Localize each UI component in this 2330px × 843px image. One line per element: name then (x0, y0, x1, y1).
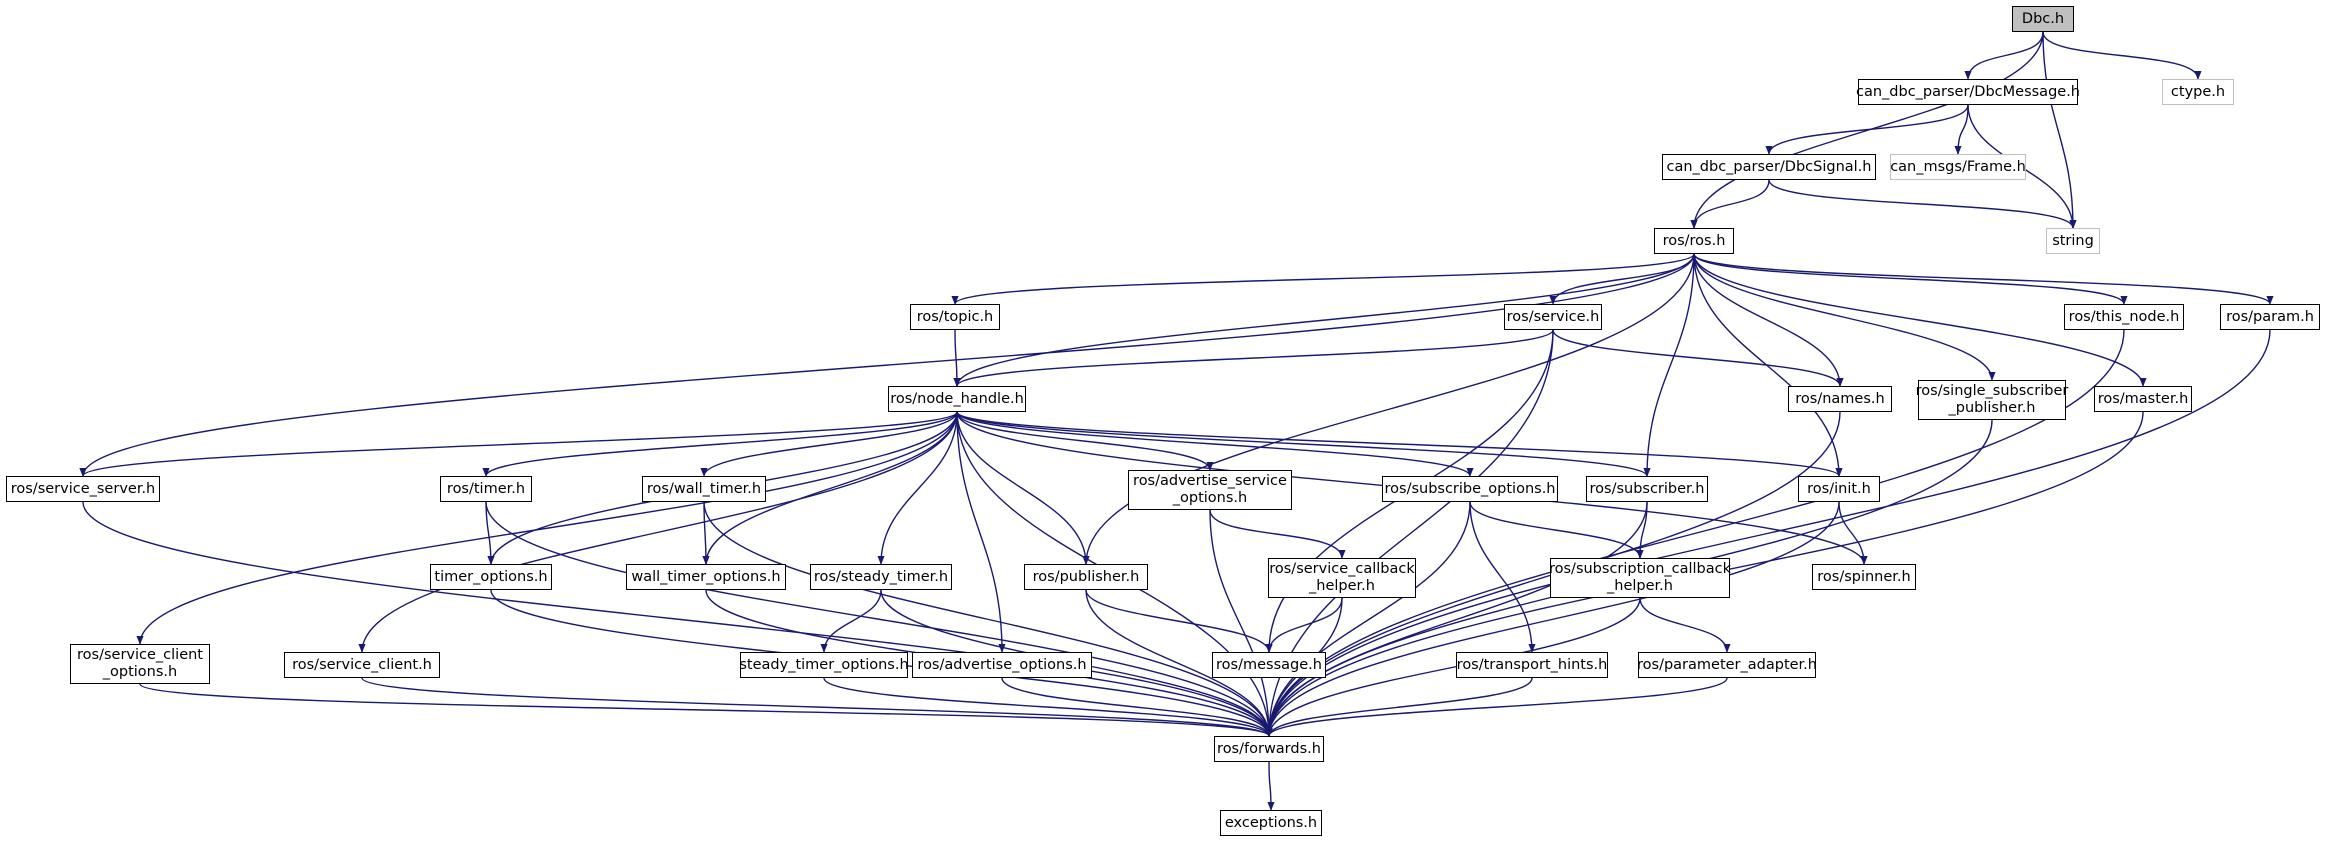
edge-svc-client-opts-to-forwards (139, 683, 1273, 737)
edge-node-handle-to-steady-timer (877, 411, 958, 565)
edge-ros-to-node-handle (953, 253, 1695, 387)
edge-service-server-to-forwards (82, 501, 1273, 737)
edge-dbc-to-string (2042, 31, 2077, 229)
node-svc-cb-helper[interactable]: ros/service_callback _helper.h (1268, 558, 1416, 598)
edge-service-to-names (1552, 329, 1844, 387)
edge-dbcmessage-to-frame (1954, 104, 1969, 155)
node-ctype[interactable]: ctype.h (2162, 79, 2234, 105)
node-frame[interactable]: can_msgs/Frame.h (1890, 154, 2026, 180)
node-subscriber[interactable]: ros/subscriber.h (1586, 476, 1708, 502)
edge-timer-to-timer-opts (485, 501, 495, 565)
edge-publisher-to-forwards (1085, 589, 1273, 737)
edge-wall-timer-to-forwards (703, 501, 1273, 737)
edge-dbc-to-ctype (2042, 31, 2202, 80)
node-dbcsignal[interactable]: can_dbc_parser/DbcSignal.h (1662, 154, 1876, 180)
node-exceptions[interactable]: exceptions.h (1220, 810, 1322, 836)
node-ros[interactable]: ros/ros.h (1654, 228, 1734, 254)
node-transport-hints[interactable]: ros/transport_hints.h (1456, 652, 1608, 678)
node-timer-opts[interactable]: timer_options.h (430, 564, 552, 590)
node-service[interactable]: ros/service.h (1504, 304, 1602, 330)
node-svc-client-opts[interactable]: ros/service_client _options.h (70, 644, 210, 684)
node-master[interactable]: ros/master.h (2094, 386, 2192, 412)
node-message[interactable]: ros/message.h (1212, 652, 1326, 678)
edge-node-handle-to-service-server (79, 411, 958, 477)
edge-dbcmessage-to-dbcsignal (1765, 104, 1969, 155)
edge-node-handle-to-wall-timer-opts (702, 411, 958, 565)
edge-steady-timer-to-steady-timer-opts (820, 589, 882, 653)
edge-param-to-forwards (1265, 329, 2271, 737)
edge-ros-to-names (1693, 253, 1844, 387)
node-adv-opts[interactable]: ros/advertise_options.h (912, 652, 1092, 678)
node-node-handle[interactable]: ros/node_handle.h (888, 386, 1026, 412)
edge-svc-client-to-forwards (361, 677, 1273, 737)
edge-subscribe-opts-to-forwards (1265, 501, 1471, 737)
edge-ros-to-param (1693, 253, 2274, 305)
edge-node-handle-to-subscribe-opts (956, 411, 1474, 477)
edge-node-handle-to-subscriber (956, 411, 1651, 477)
edge-wall-timer-to-wall-timer-opts (702, 501, 710, 565)
edge-ros-to-master (1693, 253, 2147, 387)
edge-dbc-to-dbcmessage (1964, 31, 2044, 80)
edge-node-handle-to-wall-timer (700, 411, 958, 477)
node-topic[interactable]: ros/topic.h (910, 304, 1000, 330)
edge-dbcsignal-to-ros (1690, 179, 1770, 229)
node-wall-timer-opts[interactable]: wall_timer_options.h (626, 564, 786, 590)
node-steady-timer-opts[interactable]: steady_timer_options.h (739, 652, 909, 678)
edge-node-handle-to-publisher (956, 411, 1090, 565)
edge-ros-to-subscriber (1643, 253, 1695, 477)
edge-node-handle-to-svc-client-opts (136, 411, 958, 645)
node-init[interactable]: ros/init.h (1798, 476, 1880, 502)
edge-steady-timer-opts-to-forwards (823, 677, 1273, 737)
node-single-sub[interactable]: ros/single_subscriber _publisher.h (1916, 380, 2068, 420)
edge-ros-to-service-server (79, 253, 1695, 477)
node-sub-cb-helper[interactable]: ros/subscription_callback _helper.h (1549, 558, 1731, 598)
edge-ros-to-topic (951, 253, 1695, 305)
edge-transport-hints-to-forwards (1265, 677, 1533, 737)
node-string[interactable]: string (2046, 228, 2100, 254)
node-forwards[interactable]: ros/forwards.h (1214, 736, 1324, 762)
node-service-server[interactable]: ros/service_server.h (6, 476, 160, 502)
edge-dbcsignal-to-string (1768, 179, 2077, 229)
edge-node-handle-to-init (956, 411, 1843, 477)
edge-adv-service-opts-to-forwards (1209, 509, 1273, 737)
edge-init-to-spinner (1838, 501, 1868, 565)
edge-param-adapter-to-forwards (1265, 677, 1728, 737)
node-dbcmessage[interactable]: can_dbc_parser/DbcMessage.h (1856, 79, 2080, 105)
edge-adv-service-opts-to-svc-cb-helper (1209, 509, 1346, 559)
edge-node-handle-to-adv-opts (956, 411, 1006, 653)
node-timer[interactable]: ros/timer.h (440, 476, 532, 502)
node-spinner[interactable]: ros/spinner.h (1812, 564, 1916, 590)
node-wall-timer[interactable]: ros/wall_timer.h (642, 476, 766, 502)
edge-node-handle-to-adv-service-opts (956, 411, 1214, 471)
node-names[interactable]: ros/names.h (1788, 386, 1892, 412)
edge-service-to-node-handle (953, 329, 1554, 387)
node-param[interactable]: ros/param.h (2220, 304, 2320, 330)
edge-ros-to-this-node (1693, 253, 2128, 305)
node-this-node[interactable]: ros/this_node.h (2064, 304, 2184, 330)
edge-subscribe-opts-to-sub-cb-helper (1469, 501, 1644, 559)
edge-init-to-forwards (1265, 501, 1840, 737)
edge-subscribe-opts-to-transport-hints (1469, 501, 1536, 653)
node-publisher[interactable]: ros/publisher.h (1024, 564, 1148, 590)
node-adv-service-opts[interactable]: ros/advertise_service _options.h (1128, 470, 1292, 510)
node-svc-client[interactable]: ros/service_client.h (284, 652, 440, 678)
edge-publisher-to-message (1085, 589, 1273, 653)
node-steady-timer[interactable]: ros/steady_timer.h (810, 564, 952, 590)
edge-svc-cb-helper-to-message (1265, 597, 1343, 653)
edge-ros-to-publisher (1082, 253, 1695, 565)
node-dbc[interactable]: Dbc.h (2012, 6, 2074, 32)
edge-node-handle-to-timer (482, 411, 958, 477)
edge-forwards-to-exceptions (1267, 761, 1275, 811)
edge-timer-to-forwards (485, 501, 1273, 737)
edge-subscriber-to-forwards (1265, 501, 1648, 737)
edge-sub-cb-helper-to-forwards (1265, 597, 1641, 737)
edge-sub-cb-helper-to-param-adapter (1639, 597, 1731, 653)
edge-node-handle-to-svc-client (358, 411, 958, 653)
edge-adv-opts-to-forwards (1001, 677, 1273, 737)
edge-ros-to-single-sub (1693, 253, 1996, 381)
node-param-adapter[interactable]: ros/parameter_adapter.h (1637, 652, 1817, 678)
node-subscribe-opts[interactable]: ros/subscribe_options.h (1382, 476, 1558, 502)
